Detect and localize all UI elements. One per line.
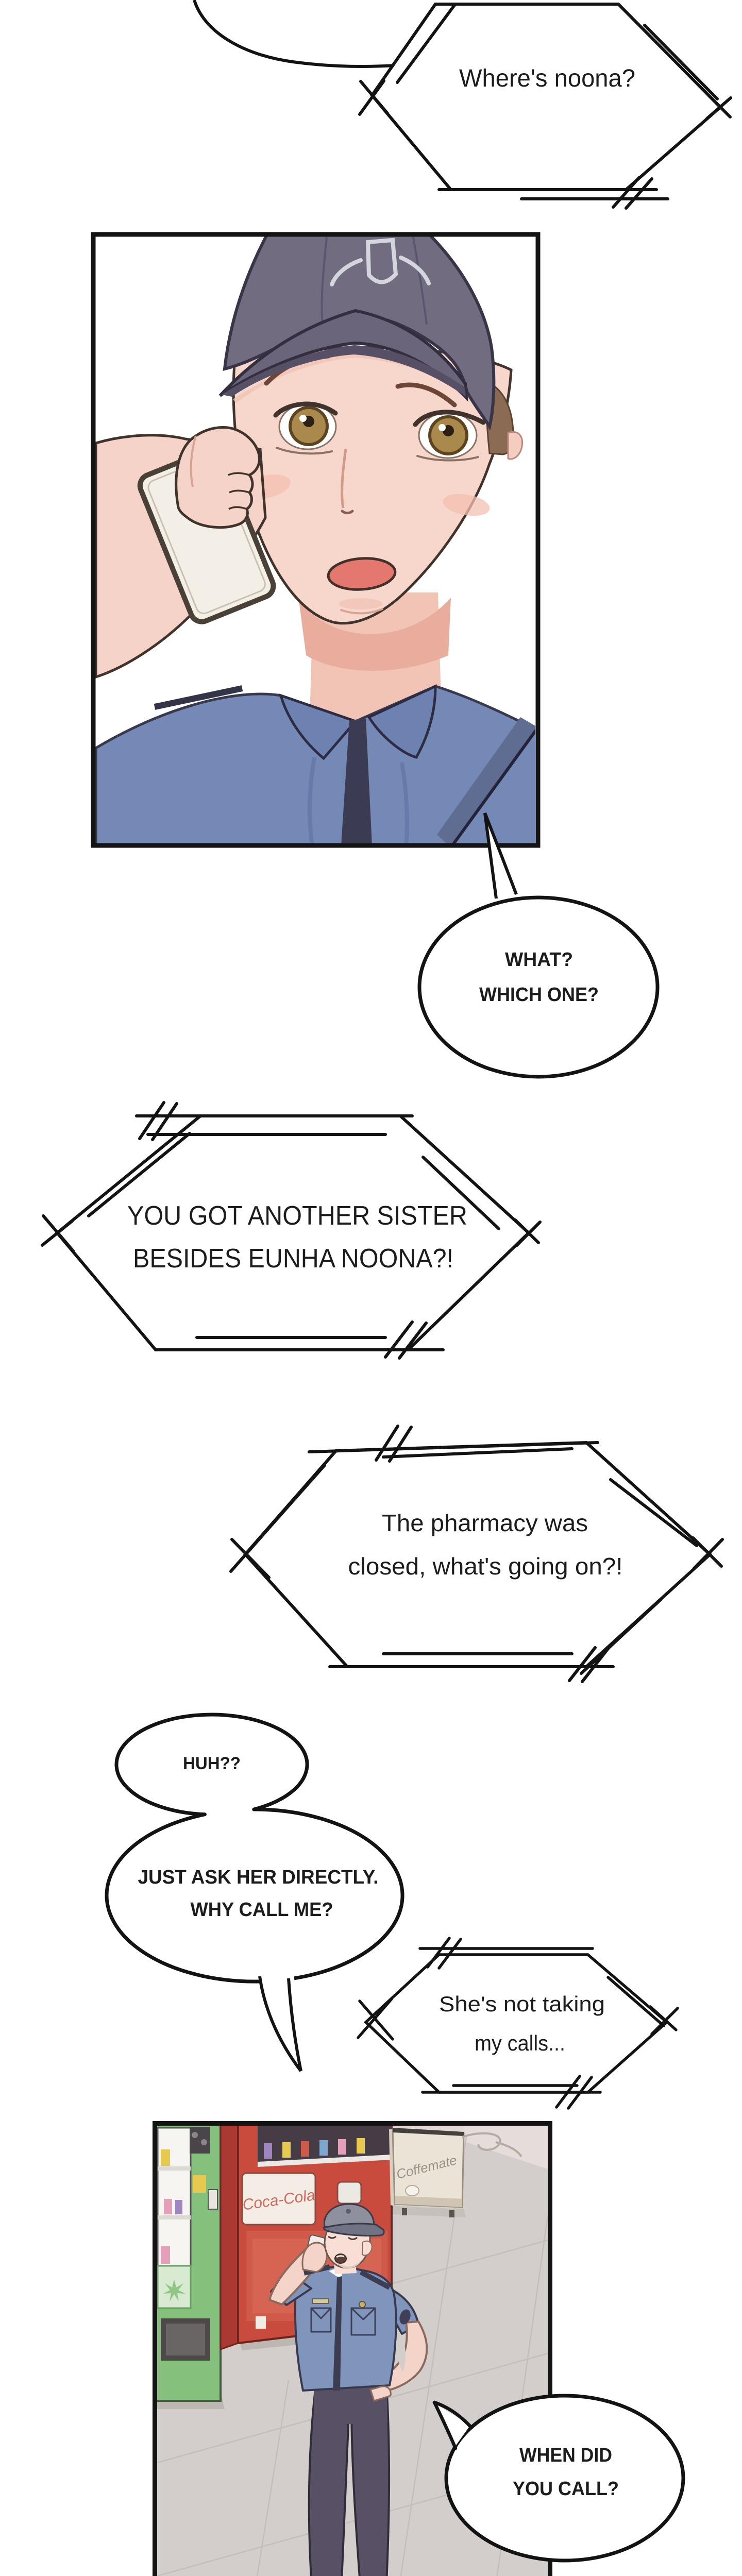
svg-text:The pharmacy was: The pharmacy was <box>382 1510 588 1536</box>
svg-text:my calls...: my calls... <box>475 2031 565 2055</box>
svg-text:She's not taking: She's not taking <box>439 1992 605 2016</box>
svg-text:WHEN DID: WHEN DID <box>519 2445 612 2466</box>
svg-text:BESIDES EUNHA NOONA?!: BESIDES EUNHA NOONA?! <box>133 1244 453 1274</box>
svg-text:JUST ASK HER DIRECTLY.: JUST ASK HER DIRECTLY. <box>138 1867 379 1888</box>
svg-text:WHICH ONE?: WHICH ONE? <box>479 984 599 1006</box>
svg-text:YOU CALL?: YOU CALL? <box>513 2478 619 2500</box>
svg-text:WHAT?: WHAT? <box>505 949 573 971</box>
svg-text:HUH??: HUH?? <box>183 1754 241 1773</box>
svg-text:WHY CALL ME?: WHY CALL ME? <box>191 1899 333 1921</box>
svg-text:YOU GOT ANOTHER SISTER: YOU GOT ANOTHER SISTER <box>127 1201 467 1231</box>
svg-text:Where's noona?: Where's noona? <box>459 65 635 92</box>
svg-text:closed, what's going on?!: closed, what's going on?! <box>348 1553 623 1580</box>
